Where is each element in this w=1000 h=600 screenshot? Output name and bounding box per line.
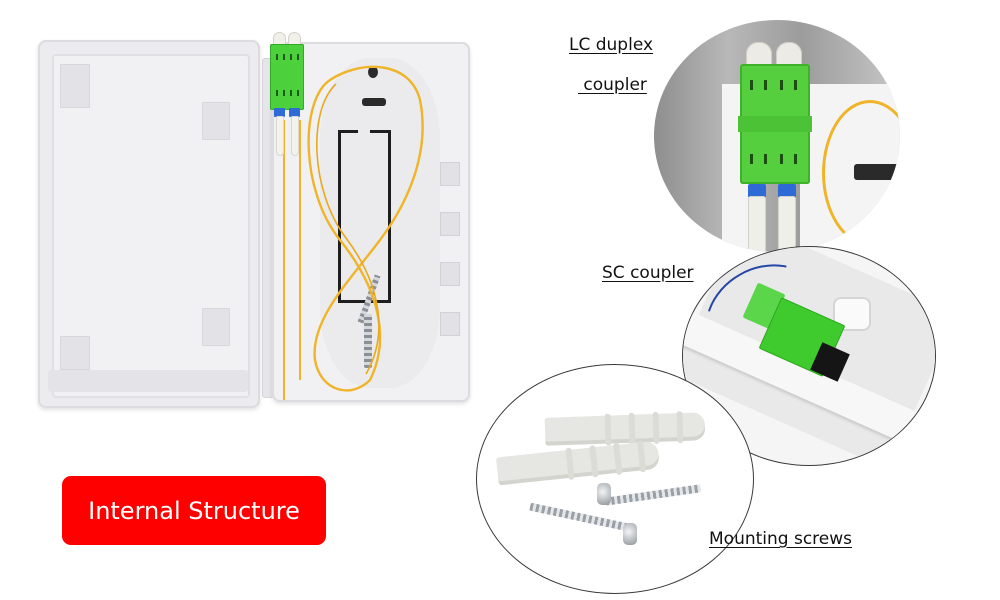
lc-connector [778, 184, 796, 198]
mount-hole [368, 66, 378, 78]
box-hinge [262, 58, 274, 398]
latch-slot [750, 154, 753, 164]
lc-coupler-label-line2: coupler [578, 75, 647, 95]
product-photo [0, 0, 490, 420]
wall-anchor [544, 410, 706, 446]
lc-connector [289, 108, 300, 117]
screw-in-tray [364, 314, 372, 368]
connector-boot [748, 196, 766, 252]
wall-anchor [495, 440, 661, 486]
latch-slot [276, 54, 278, 60]
latch-slot [283, 90, 285, 96]
tray-slot [854, 164, 900, 180]
side-tab [440, 212, 460, 236]
screw-head [623, 523, 637, 545]
lid-notch [202, 308, 230, 346]
latch-slot [794, 80, 797, 90]
latch-slot [297, 54, 299, 60]
screw [604, 484, 702, 506]
latch-slot [297, 90, 299, 96]
cable-clip [833, 297, 871, 331]
latch-slot [290, 90, 292, 96]
latch-slot [794, 154, 797, 164]
tray-outline [338, 130, 341, 300]
lc-coupler-label-line1: LC duplex [569, 35, 654, 55]
lid-notch [60, 336, 90, 370]
fiber-pigtail-loops [283, 65, 424, 400]
sc-coupler-zoom-circle [682, 246, 936, 466]
latch-slot [780, 154, 783, 164]
tray-outline [338, 130, 358, 133]
screw [529, 502, 629, 532]
latch-slot [276, 90, 278, 96]
latch-slot [780, 80, 783, 90]
lc-coupler-zoom-circle [654, 20, 900, 252]
lc-connector [274, 108, 285, 117]
latch-slot [290, 54, 292, 60]
fiber-loop [822, 100, 900, 246]
latch-slot [283, 54, 285, 60]
connector-boot [778, 196, 796, 252]
connector-boot [291, 116, 299, 156]
adapter-flange [738, 116, 812, 132]
mounting-screws-label: Mounting screws [709, 529, 853, 549]
box-lid [38, 40, 260, 408]
connector-boot [276, 116, 284, 156]
tray-slot [362, 98, 386, 106]
side-tab [440, 312, 460, 336]
tray-outline [370, 130, 391, 133]
latch-slot [764, 80, 767, 90]
sc-coupler-label: SC coupler [602, 263, 694, 283]
lid-rim [48, 370, 248, 392]
lc-connector [748, 184, 766, 198]
lc-duplex-adapter [270, 32, 304, 156]
box-base [272, 42, 470, 402]
screw-head [597, 483, 611, 505]
side-tab [440, 162, 460, 186]
internal-structure-badge: Internal Structure [62, 476, 326, 545]
lid-notch [60, 64, 90, 108]
latch-slot [764, 154, 767, 164]
tray-outline [388, 130, 391, 300]
latch-slot [750, 80, 753, 90]
lid-notch [202, 102, 230, 140]
mounting-screws-zoom-circle [476, 364, 754, 594]
side-tab [440, 262, 460, 286]
